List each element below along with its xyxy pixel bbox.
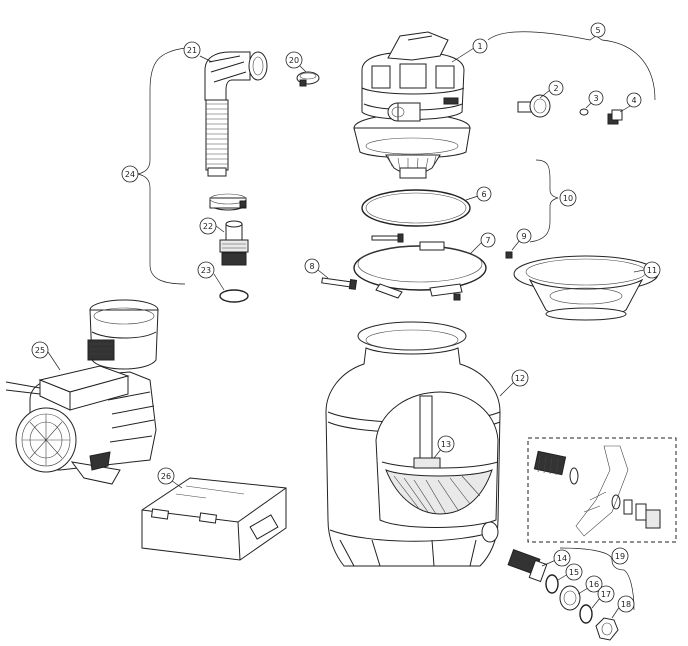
- clamp-nut-part: [505, 251, 513, 259]
- pool-pump-part: [5, 299, 159, 485]
- diffuser-part: [513, 255, 659, 321]
- hose-elbow-part: [204, 51, 268, 177]
- callout-15: 15: [565, 563, 583, 581]
- callout-8: 8: [304, 258, 320, 274]
- svg-text:23: 23: [201, 266, 211, 275]
- svg-text:5: 5: [595, 26, 600, 35]
- svg-text:6: 6: [481, 190, 486, 199]
- drain-washer-part: [545, 574, 559, 594]
- svg-text:7: 7: [485, 236, 490, 245]
- o-ring-part: [219, 289, 249, 303]
- clamp-nut-part-2: [453, 293, 461, 301]
- callout-1: 1: [472, 38, 488, 54]
- svg-text:10: 10: [563, 194, 573, 203]
- drain-gasket-part: [579, 604, 593, 624]
- callout-17: 17: [597, 585, 615, 603]
- callout-25: 25: [31, 341, 49, 359]
- callout-7: 7: [480, 232, 496, 248]
- clamp-ring-part: [353, 241, 487, 299]
- drain-plug-part: [607, 109, 623, 125]
- callout-22: 22: [199, 217, 217, 235]
- bracket-24: [137, 47, 186, 285]
- svg-text:12: 12: [515, 374, 525, 383]
- threaded-connector-part: [219, 220, 249, 266]
- drain-nut-part: [559, 585, 581, 611]
- hose-clamp-part: [296, 71, 320, 87]
- drain-cap-part: [595, 617, 619, 641]
- svg-text:1: 1: [477, 42, 482, 51]
- drain-connector-part: [507, 549, 548, 583]
- callout-16: 16: [585, 575, 603, 593]
- callout-19: 19: [611, 547, 629, 565]
- callout-18: 18: [617, 595, 635, 613]
- svg-text:9: 9: [521, 232, 526, 241]
- svg-text:8: 8: [309, 262, 314, 271]
- pressure-gauge-part: [517, 94, 551, 118]
- callout-11: 11: [643, 261, 661, 279]
- pump-base-part: [141, 477, 287, 561]
- callout-6: 6: [476, 186, 492, 202]
- bracket-10: [529, 159, 559, 243]
- inset-drain-fitting: [533, 445, 661, 537]
- callout-5: 5: [590, 22, 606, 38]
- svg-text:21: 21: [187, 46, 197, 55]
- svg-text:20: 20: [289, 56, 299, 65]
- callout-12: 12: [511, 369, 529, 387]
- callout-10: 10: [559, 189, 577, 207]
- callout-26: 26: [157, 467, 175, 485]
- svg-text:22: 22: [203, 222, 213, 231]
- svg-text:25: 25: [35, 346, 45, 355]
- callout-4: 4: [626, 92, 642, 108]
- gauge-o-ring-part: [579, 108, 589, 116]
- callout-24: 24: [121, 165, 139, 183]
- svg-text:26: 26: [161, 472, 171, 481]
- svg-text:24: 24: [125, 170, 135, 179]
- callout-23: 23: [197, 261, 215, 279]
- filter-tank-part: [325, 321, 501, 567]
- bracket-19: [559, 547, 635, 611]
- tank-o-ring-part: [361, 189, 471, 227]
- multiport-valve-part: [353, 31, 471, 179]
- callout-20: 20: [285, 51, 303, 69]
- callout-14: 14: [553, 549, 571, 567]
- svg-text:11: 11: [647, 266, 657, 275]
- bracket-5: [487, 31, 656, 101]
- callout-21: 21: [183, 41, 201, 59]
- callout-2: 2: [548, 80, 564, 96]
- drain-assembly-inset: [527, 437, 677, 543]
- svg-text:14: 14: [557, 554, 567, 563]
- svg-text:17: 17: [601, 590, 611, 599]
- svg-text:19: 19: [615, 552, 625, 561]
- svg-text:4: 4: [631, 96, 636, 105]
- hose-band-clamp-part: [209, 193, 247, 211]
- callout-9: 9: [516, 228, 532, 244]
- svg-text:18: 18: [621, 600, 631, 609]
- svg-text:16: 16: [589, 580, 599, 589]
- callout-13: 13: [437, 435, 455, 453]
- svg-text:13: 13: [441, 440, 451, 449]
- svg-text:2: 2: [553, 84, 558, 93]
- tank-o-ring-inner: [365, 192, 467, 224]
- clamp-bolt-part: [321, 233, 404, 290]
- svg-text:15: 15: [569, 568, 579, 577]
- callout-3: 3: [588, 90, 604, 106]
- svg-text:3: 3: [593, 94, 598, 103]
